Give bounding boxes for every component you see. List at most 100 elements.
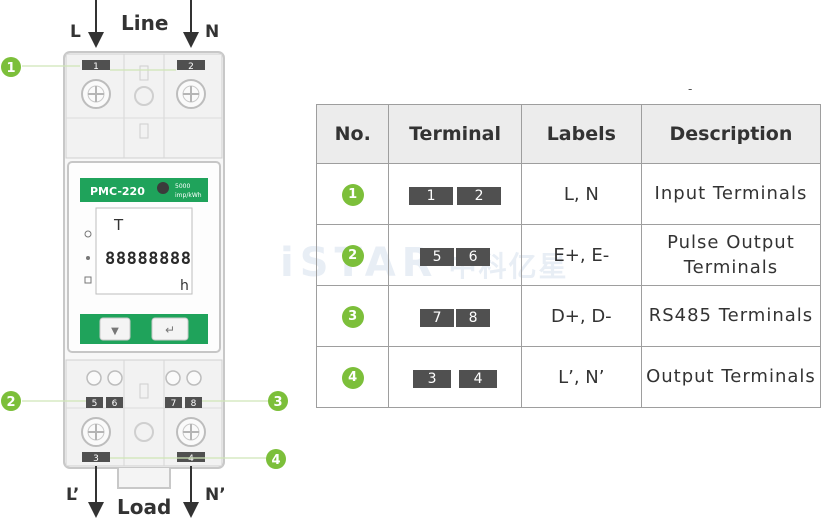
svg-text:3: 3	[93, 454, 99, 464]
panel-header	[80, 178, 208, 202]
callout-1	[1, 57, 21, 77]
row-labels-cell: E+, E-	[520, 224, 642, 286]
row-description-line: Output Terminals	[646, 366, 816, 388]
lcd-digits: 88888888	[105, 249, 191, 269]
terminal-tag-8	[185, 397, 202, 408]
terminal-chip: 5	[420, 247, 455, 266]
enter-button[interactable]	[151, 317, 189, 341]
label-load: Load	[117, 495, 171, 518]
svg-text:4: 4	[188, 454, 194, 464]
button-band	[80, 314, 208, 344]
screw-7	[165, 370, 181, 386]
label-l-out: L’	[66, 485, 79, 505]
stray-mark: -	[688, 82, 693, 96]
screw-bottom-right	[176, 417, 206, 447]
header-description: Description	[640, 104, 821, 164]
callout-3	[268, 391, 288, 411]
device-badge-line1: 5000	[175, 183, 190, 190]
meter-diagram: L Line N 1 2 PMC-220 5000 imp/kWh T 8888…	[1, 0, 288, 518]
down-button[interactable]	[99, 317, 131, 341]
lcd-side-icon-2	[86, 256, 90, 260]
terminal-tag-2-text: 2	[188, 62, 194, 72]
screw-6	[107, 370, 123, 386]
row-description-line: Terminals	[683, 257, 779, 278]
svg-text:7: 7	[171, 399, 177, 409]
terminal-chip: 1	[409, 186, 454, 205]
label-n-in: N	[205, 22, 219, 42]
row-number-badge: 2	[341, 244, 364, 267]
terminal-tag-2	[177, 60, 205, 70]
lcd-side-icon-3	[84, 276, 92, 284]
screw-top-right	[176, 79, 206, 109]
row-number-badge: 4	[341, 366, 364, 389]
screw-top-left	[81, 79, 111, 109]
screw-8	[186, 370, 202, 386]
header-labels: Labels	[520, 104, 642, 164]
terminal-chip: 8	[456, 308, 491, 327]
din-clip	[117, 468, 171, 489]
row-number-badge: 1	[341, 183, 364, 206]
screw-5	[86, 370, 102, 386]
label-l-in: L	[70, 22, 81, 42]
terminal-tag-5	[86, 397, 103, 408]
terminal-chip: 6	[456, 247, 491, 266]
terminal-tag-1	[82, 60, 110, 70]
row-labels-cell: L, N	[520, 163, 642, 225]
row-description-line: RS485 Terminals	[648, 305, 814, 327]
lcd-unit: h	[180, 278, 189, 294]
row-description-line: Input Terminals	[654, 183, 808, 205]
row-number-cell: 1	[315, 163, 390, 225]
callout-4	[266, 449, 286, 469]
callout-3-text: 3	[273, 395, 282, 410]
callout-1-text: 1	[6, 61, 15, 76]
pulse-led	[157, 182, 169, 194]
device-badge-line2: imp/kWh	[175, 192, 202, 199]
header-terminal: Terminal	[388, 104, 522, 164]
terminal-chip: 4	[459, 369, 498, 388]
lcd-side-icon-1	[84, 230, 92, 238]
label-n-out: N’	[205, 485, 226, 505]
row-description-cell: RS485 Terminals	[640, 285, 821, 347]
enter-icon: ↵	[165, 323, 175, 337]
row-description-cell: Input Terminals	[640, 163, 821, 225]
terminal-chip: 3	[413, 369, 452, 388]
screw-bottom-left	[81, 417, 111, 447]
terminal-tag-4	[177, 452, 205, 462]
callout-4-text: 4	[271, 453, 280, 468]
terminal-tag-7	[165, 397, 182, 408]
terminal-chip: 7	[420, 308, 455, 327]
device-model: PMC-220	[90, 185, 145, 198]
row-labels-cell: D+, D-	[520, 285, 642, 347]
row-description-line: Pulse Output	[667, 231, 795, 253]
terminal-tag-3	[82, 452, 110, 462]
down-icon: ▼	[111, 326, 119, 337]
svg-text:8: 8	[191, 399, 197, 409]
svg-text:6: 6	[112, 399, 118, 409]
table-header-row: No. Terminal Labels Description	[315, 104, 821, 164]
callout-2-text: 2	[6, 395, 15, 410]
terminal-tag-6	[106, 397, 123, 408]
label-line: Line	[121, 11, 168, 35]
callout-2	[1, 391, 21, 411]
header-no: No.	[315, 104, 390, 164]
lcd-screen	[95, 207, 193, 295]
lcd-top: T	[113, 216, 124, 234]
row-number-cell: 4	[315, 346, 390, 408]
row-number-badge: 3	[341, 305, 364, 328]
svg-text:5: 5	[92, 399, 98, 409]
row-number-cell: 3	[315, 285, 390, 347]
